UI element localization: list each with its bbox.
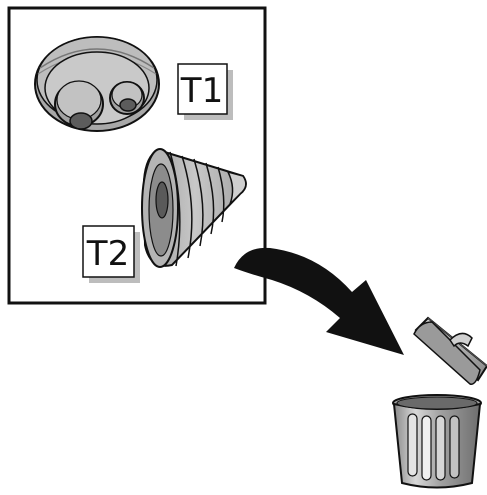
label-t1: T1: [177, 63, 233, 120]
grommet-t2-icon: [141, 148, 247, 268]
label-t1-box: [177, 63, 228, 115]
trash-can-icon: [392, 316, 487, 489]
trash-lid-icon: [413, 316, 487, 385]
label-t2: T2: [82, 225, 140, 283]
label-t1-text: T1: [180, 71, 223, 111]
label-t2-box: [82, 225, 135, 278]
grommet-t1-icon: [34, 36, 160, 132]
curved-arrow-icon: [234, 247, 404, 355]
label-t2-text: T2: [86, 234, 129, 274]
